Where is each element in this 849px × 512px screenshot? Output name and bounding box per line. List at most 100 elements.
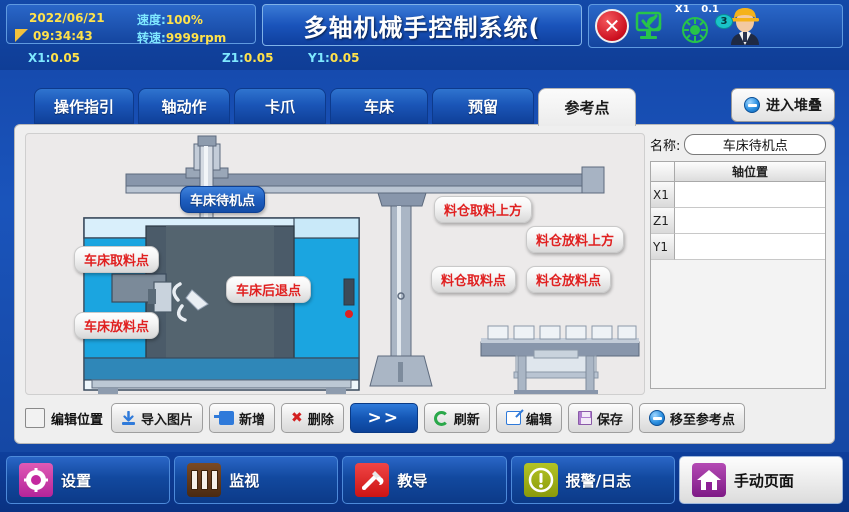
header-icon-panel: ✕ X1 0.1 [588,4,843,48]
table-header-axis-position: 轴位置 [675,162,825,182]
axis-y1-label: Y1: [308,51,330,65]
nav-label-monitor: 监视 [229,471,260,490]
warning-icon [523,463,558,497]
next-button[interactable]: >> [349,403,418,433]
save-button[interactable]: 保存 [567,403,633,433]
machine-diagram-canvas[interactable]: 车床待机点 车床取料点 车床放料点 车床后退点 料仓取料上方 料仓放料上方 料仓… [25,133,645,395]
main-panel: 车床待机点 车床取料点 车床放料点 车床后退点 料仓取料上方 料仓放料上方 料仓… [14,124,835,444]
axis-x1-value: 0.05 [50,51,81,65]
import-image-button[interactable]: 导入图片 [111,403,204,433]
rpm-label: 转速: [137,31,166,45]
tools-icon [355,463,390,497]
tab-reserved[interactable]: 预留 [432,88,534,124]
header-time: 09:34:43 [33,29,93,43]
axis-y1-value: 0.05 [329,51,360,65]
edit-position-label: 编辑位置 [51,412,104,428]
tab-bar: 操作指引 轴动作 卡爪 车床 预留 参考点 进入堆叠 [14,88,835,126]
position-chip-lathe-standby[interactable]: 车床待机点 [180,186,266,213]
position-chip-lathe-pick[interactable]: 车床取料点 [74,246,160,273]
gear-label-left: X1 [675,4,690,15]
table-header-row: 轴位置 [651,162,825,182]
bottom-navigation: 设置 监视 教导 [0,452,849,512]
axis-x1-label: X1: [28,51,51,65]
play-triangle-icon [15,29,28,42]
table-row[interactable]: X1 [651,182,825,208]
position-detail-form: 名称: 车床待机点 轴位置 X1 Z1 Y1 [650,133,826,395]
speed-label: 速度: [137,13,166,27]
monitor-check-icon[interactable] [635,10,669,42]
tab-reference-point[interactable]: 参考点 [538,88,636,126]
edit-button[interactable]: 编辑 [495,403,562,433]
rpm-value: 9999rpm [165,30,227,45]
app-title-panel: 多轴机械手控制系统( [262,4,582,46]
edit-position-checkbox[interactable] [25,408,45,428]
page-title: 多轴机械手控制系统( [303,13,541,42]
move-arrow-icon [648,410,665,426]
name-label: 名称: [650,138,681,154]
tab-lathe[interactable]: 车床 [330,88,428,124]
nav-item-alarm-log[interactable]: 报警/日志 [510,456,675,504]
table-row[interactable]: Y1 [651,234,825,260]
delete-label: 删除 [307,412,334,428]
machine-illustration [83,135,640,394]
position-chip-magazine-pick-above[interactable]: 料仓取料上方 [434,196,533,223]
save-label: 保存 [596,412,623,428]
position-chip-lathe-retract[interactable]: 车床后退点 [226,276,312,303]
add-button[interactable]: 新增 [209,403,276,433]
header-date: 2022/06/21 [29,11,105,25]
cell-x1-position[interactable] [675,182,825,208]
table-corner-cell [651,162,675,182]
nav-item-manual-page[interactable]: 手动页面 [678,456,844,504]
nav-item-teach[interactable]: 教导 [342,456,507,504]
action-toolbar: 编辑位置 导入图片 新增 ✖ 删除 > [25,401,826,435]
name-row: 名称: 车床待机点 [650,133,826,155]
gear-icon [19,463,53,497]
row-header-z1: Z1 [651,208,675,234]
nav-label-settings: 设置 [61,471,92,490]
enter-stack-label: 进入堆叠 [766,98,822,114]
nav-item-settings[interactable]: 设置 [6,456,171,504]
position-chip-magazine-pick[interactable]: 料仓取料点 [431,266,517,293]
import-image-label: 导入图片 [141,412,194,428]
nav-label-teach: 教导 [397,471,428,490]
close-icon: ✖ [291,410,303,426]
gear-icon[interactable]: X1 0.1 [675,4,719,46]
home-icon [691,463,726,497]
move-to-reference-button[interactable]: 移至参考点 [638,403,745,433]
add-arrow-icon [214,411,235,425]
axis-readout-y1: Y1:0.05 [308,51,359,65]
header-speed: 速度: 100% [137,11,203,28]
pencil-icon [505,411,521,425]
tab-operation-guide[interactable]: 操作指引 [34,88,134,124]
stop-error-icon[interactable]: ✕ [595,9,629,43]
cell-y1-position[interactable] [675,234,825,260]
nav-label-manual-page: 手动页面 [733,471,794,490]
axis-z1-label: Z1: [222,51,244,65]
delete-button[interactable]: ✖ 删除 [281,403,344,433]
position-chip-lathe-place[interactable]: 车床放料点 [74,312,160,339]
operator-avatar-icon[interactable]: 3 [715,7,765,45]
refresh-icon [433,410,449,426]
axis-readout-x1: X1:0.05 [28,51,80,65]
name-input[interactable]: 车床待机点 [684,133,826,155]
edit-label: 编辑 [525,412,552,428]
nav-item-monitor[interactable]: 监视 [174,456,339,504]
row-header-y1: Y1 [651,234,675,260]
tab-gripper[interactable]: 卡爪 [234,88,326,124]
gear-label-right: 0.1 [701,4,719,15]
download-icon [121,410,136,426]
header-bar: 2022/06/21 09:34:43 速度: 100% 转速: 9999rpm… [0,0,849,70]
table-row[interactable]: Z1 [651,208,825,234]
enter-stack-button[interactable]: 进入堆叠 [731,88,835,122]
refresh-button[interactable]: 刷新 [423,403,490,433]
move-to-reference-label: 移至参考点 [669,412,735,428]
position-chip-magazine-place-above[interactable]: 料仓放料上方 [526,226,625,253]
next-label: >> [367,408,401,428]
floppy-disk-icon [577,411,592,425]
position-chip-magazine-place[interactable]: 料仓放料点 [526,266,612,293]
axis-position-table[interactable]: 轴位置 X1 Z1 Y1 [650,161,826,389]
cell-z1-position[interactable] [675,208,825,234]
row-header-x1: X1 [651,182,675,208]
tab-axis-motion[interactable]: 轴动作 [138,88,230,124]
